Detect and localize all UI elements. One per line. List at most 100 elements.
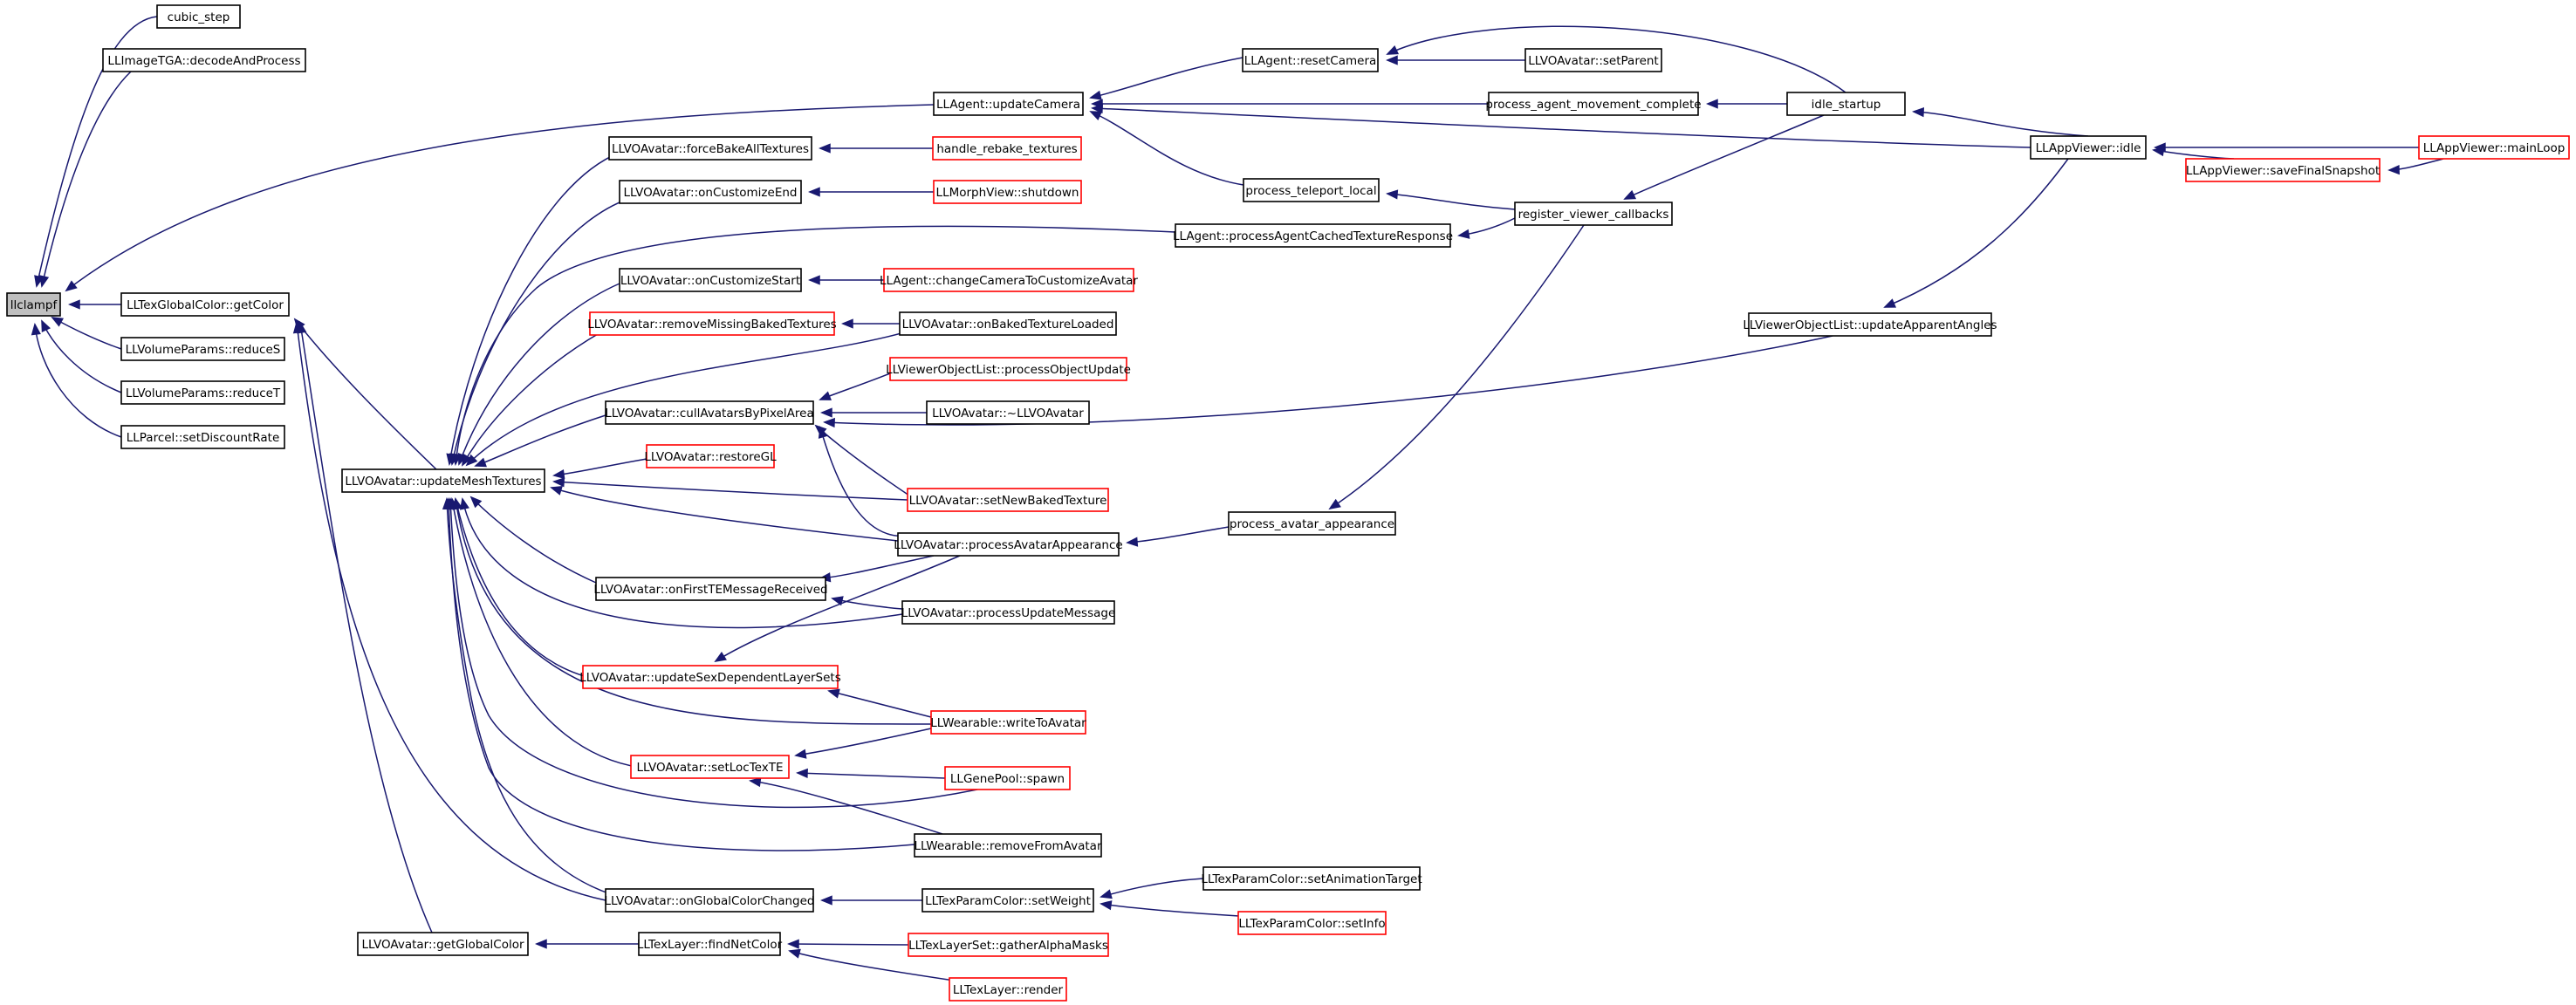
node-on_first_te_message[interactable]: LLVOAvatar::onFirstTEMessageReceived bbox=[593, 577, 828, 601]
node-appviewer_idle[interactable]: LLAppViewer::idle bbox=[2030, 135, 2147, 160]
node-texlayer_render[interactable]: LLTexLayer::render bbox=[949, 977, 1067, 1002]
node-texglobal_getcolor[interactable]: LLTexGlobalColor::getColor bbox=[120, 292, 290, 317]
node-avatar_set_parent[interactable]: LLVOAvatar::setParent bbox=[1524, 48, 1662, 72]
node-object_list_apparent_angles[interactable]: LLViewerObjectList::updateApparentAngles bbox=[1743, 312, 1997, 337]
node-llclampf[interactable]: llclampf bbox=[6, 292, 61, 317]
node-label: LLVOAvatar::onGlobalColorChanged bbox=[604, 894, 814, 908]
node-morph_shutdown[interactable]: LLMorphView::shutdown bbox=[933, 180, 1082, 204]
node-object_list_process_update[interactable]: LLViewerObjectList::processObjectUpdate bbox=[886, 357, 1131, 381]
edge-avatar_set_parent-to-agent_reset_camera bbox=[1386, 55, 1525, 65]
node-process_cached_texture[interactable]: LLAgent::processAgentCachedTextureRespon… bbox=[1173, 223, 1453, 248]
node-box bbox=[589, 311, 835, 336]
node-on_customize_start[interactable]: LLVOAvatar::onCustomizeStart bbox=[619, 268, 802, 292]
node-appviewer_mainloop[interactable]: LLAppViewer::mainLoop bbox=[2418, 135, 2570, 160]
edge-line bbox=[1387, 25, 1846, 93]
node-label: LLVOAvatar::removeMissingBakedTextures bbox=[587, 318, 836, 332]
edge-appviewer_mainloop-to-appviewer_save_snapshot bbox=[2388, 158, 2444, 175]
edge-parcel_discount-to-llclampf bbox=[31, 323, 122, 438]
node-box bbox=[619, 180, 802, 204]
node-label: LLTexParamColor::setWeight bbox=[925, 894, 1091, 908]
edge-line bbox=[449, 152, 620, 465]
node-wearable_write_to_avatar[interactable]: LLWearable::writeToAvatar bbox=[930, 710, 1086, 735]
node-on_baked_texture_loaded[interactable]: LLVOAvatar::onBakedTextureLoaded bbox=[899, 311, 1117, 336]
node-cubic_step[interactable]: cubic_step bbox=[156, 4, 241, 29]
node-force_bake[interactable]: LLVOAvatar::forceBakeAllTextures bbox=[608, 136, 812, 161]
arrowhead bbox=[788, 948, 801, 959]
edge-line bbox=[36, 16, 158, 287]
arrowhead bbox=[1912, 106, 1925, 118]
node-agent_update_camera[interactable]: LLAgent::updateCamera bbox=[933, 92, 1084, 116]
arrowhead bbox=[1089, 111, 1103, 120]
node-texlayer_find_net_color[interactable]: LLTexLayer::findNetColor bbox=[637, 932, 783, 956]
node-set_loc_tex_te[interactable]: LLVOAvatar::setLocTexTE bbox=[630, 755, 790, 779]
node-handle_rebake[interactable]: handle_rebake_textures bbox=[932, 136, 1082, 161]
node-process_teleport_local[interactable]: process_teleport_local bbox=[1243, 178, 1380, 202]
node-idle_startup[interactable]: idle_startup bbox=[1786, 92, 1906, 116]
node-tga_decode[interactable]: LLImageTGA::decodeAndProcess bbox=[102, 48, 306, 72]
node-on_global_color_changed[interactable]: LLVOAvatar::onGlobalColorChanged bbox=[604, 888, 815, 913]
edge-line bbox=[824, 335, 1833, 426]
edge-appviewer_mainloop-to-appviewer_idle bbox=[2154, 142, 2419, 153]
node-avatar_destructor[interactable]: LLVOAvatar::~LLVOAvatar bbox=[926, 400, 1090, 425]
node-label: LLVOAvatar::forceBakeAllTextures bbox=[612, 142, 809, 156]
arrowhead bbox=[41, 319, 51, 333]
edge-line bbox=[1100, 903, 1240, 917]
node-parcel_discount[interactable]: LLParcel::setDiscountRate bbox=[120, 425, 285, 449]
node-process_agent_movement[interactable]: process_agent_movement_complete bbox=[1485, 92, 1702, 116]
node-process_avatar_appearance_fn[interactable]: process_avatar_appearance bbox=[1228, 511, 1396, 536]
node-process_avatar_appearance[interactable]: LLVOAvatar::processAvatarAppearance bbox=[894, 532, 1123, 557]
edge-wearable_write_to_avatar-to-set_loc_tex_te bbox=[794, 728, 932, 759]
edge-restore_gl-to-update_mesh_textures bbox=[552, 458, 647, 480]
node-texparam_set_anim_target[interactable]: LLTexParamColor::setAnimationTarget bbox=[1201, 866, 1422, 891]
node-box bbox=[357, 932, 529, 956]
node-remove_missing_baked[interactable]: LLVOAvatar::removeMissingBakedTextures bbox=[587, 311, 837, 336]
edge-agent_update_camera-to-llclampf bbox=[65, 104, 935, 292]
edge-line bbox=[65, 104, 935, 291]
node-texlayerset_gather_alpha[interactable]: LLTexLayerSet::gatherAlphaMasks bbox=[908, 933, 1109, 957]
edge-texparam_set_anim_target-to-texparam_set_weight bbox=[1100, 878, 1204, 899]
edge-remove_missing_baked-to-update_mesh_textures bbox=[462, 331, 603, 467]
arrowhead bbox=[827, 688, 840, 699]
node-box bbox=[619, 268, 802, 292]
node-texparam_set_info[interactable]: LLTexParamColor::setInfo bbox=[1237, 911, 1387, 935]
node-box bbox=[907, 488, 1109, 512]
arrowhead bbox=[469, 496, 483, 509]
edge-line bbox=[466, 331, 908, 466]
node-set_new_baked_texture[interactable]: LLVOAvatar::setNewBakedTexture bbox=[907, 488, 1109, 512]
arrowhead bbox=[31, 323, 41, 336]
node-appviewer_save_snapshot[interactable]: LLAppViewer::saveFinalSnapshot bbox=[2185, 158, 2381, 182]
node-box bbox=[120, 425, 285, 449]
edge-texlayer_find_net_color-to-get_global_color bbox=[535, 939, 639, 949]
node-process_update_message[interactable]: LLVOAvatar::processUpdateMessage bbox=[901, 600, 1116, 625]
node-wearable_remove_from_avatar[interactable]: LLWearable::removeFromAvatar bbox=[914, 833, 1102, 858]
node-on_customize_end[interactable]: LLVOAvatar::onCustomizeEnd bbox=[619, 180, 802, 204]
node-get_global_color[interactable]: LLVOAvatar::getGlobalColor bbox=[357, 932, 529, 956]
arrowhead bbox=[820, 895, 832, 906]
node-restore_gl[interactable]: LLVOAvatar::restoreGL bbox=[644, 444, 777, 468]
node-agent_reset_camera[interactable]: LLAgent::resetCamera bbox=[1242, 48, 1379, 72]
arrowhead bbox=[823, 417, 835, 428]
node-register_viewer_callbacks[interactable]: register_viewer_callbacks bbox=[1514, 202, 1673, 226]
arrowhead bbox=[68, 299, 80, 310]
arrowhead bbox=[297, 321, 307, 334]
node-texparam_set_weight[interactable]: LLTexParamColor::setWeight bbox=[921, 888, 1094, 913]
node-box bbox=[608, 136, 812, 161]
node-label: handle_rebake_textures bbox=[936, 142, 1077, 156]
arrowhead bbox=[1091, 103, 1103, 114]
edge-line bbox=[475, 414, 606, 467]
node-update_mesh_textures[interactable]: LLVOAvatar::updateMeshTextures bbox=[341, 468, 545, 493]
edge-texparam_set_weight-to-on_global_color_changed bbox=[820, 895, 922, 906]
node-label: cubic_step bbox=[168, 10, 230, 24]
edge-line bbox=[470, 496, 597, 584]
edge-line bbox=[797, 772, 946, 779]
node-genepool_spawn[interactable]: LLGenePool::spawn bbox=[944, 766, 1071, 790]
arrowhead bbox=[1100, 889, 1113, 899]
node-reduceT[interactable]: LLVolumeParams::reduceT bbox=[120, 380, 285, 405]
edge-line bbox=[446, 498, 612, 895]
node-label: LLParcel::setDiscountRate bbox=[127, 431, 280, 445]
node-reduceS[interactable]: LLVolumeParams::reduceS bbox=[120, 337, 285, 361]
node-cull_avatars[interactable]: LLVOAvatar::cullAvatarsByPixelArea bbox=[605, 400, 814, 425]
node-box bbox=[1228, 511, 1396, 536]
node-update_sex_layersets[interactable]: LLVOAvatar::updateSexDependentLayerSets bbox=[579, 665, 841, 689]
node-change_camera_customize[interactable]: LLAgent::changeCameraToCustomizeAvatar bbox=[880, 268, 1138, 292]
